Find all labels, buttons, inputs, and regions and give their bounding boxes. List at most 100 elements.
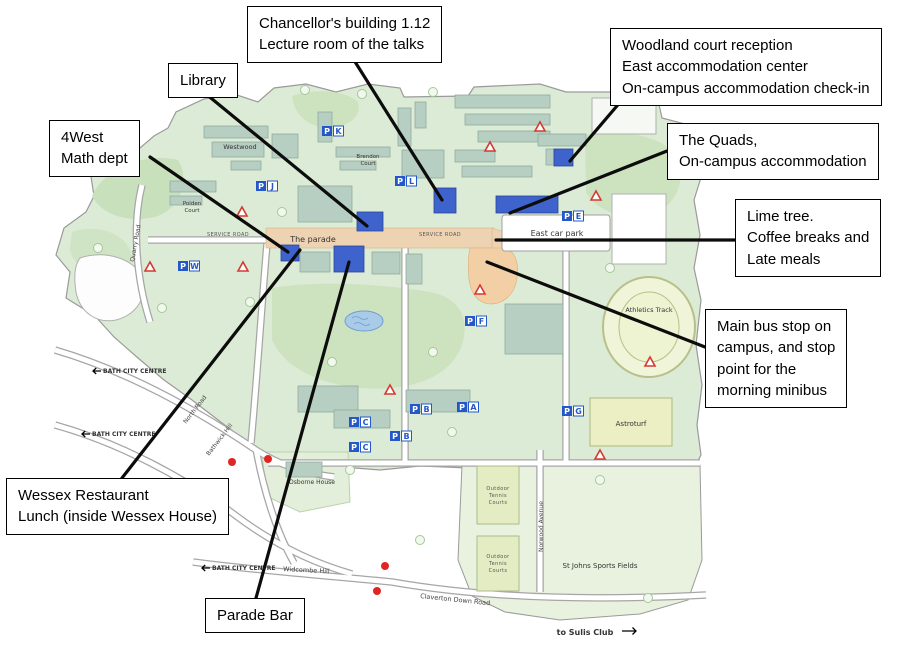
- callout-library: Library: [168, 63, 238, 99]
- tree-icon: [447, 427, 457, 437]
- tennis-court-south: [476, 535, 520, 592]
- tree-icon: [300, 85, 310, 95]
- red-dot-marker: [228, 458, 236, 466]
- map-label-to-sulis-club: to Sulis Club: [557, 628, 614, 637]
- map-label-tennis-north-3: Courts: [489, 500, 508, 506]
- tree-icon: [605, 263, 615, 273]
- left-arrow-icon: [81, 430, 90, 438]
- svg-text:C: C: [363, 418, 369, 427]
- map-label-st-johns-sports-fields: St Johns Sports Fields: [563, 562, 638, 570]
- svg-text:C: C: [363, 443, 369, 452]
- svg-text:P: P: [324, 127, 330, 136]
- tree-icon: [157, 303, 167, 313]
- assembly-point-icon: [533, 120, 547, 132]
- map-label-tennis-south-1: Outdoor: [486, 554, 510, 560]
- left-arrow-icon: [201, 564, 210, 572]
- building-chancellors: [433, 187, 457, 214]
- assembly-point-icon: [593, 448, 607, 460]
- tree-icon: [595, 475, 605, 485]
- svg-text:P: P: [564, 212, 570, 221]
- building-the-quads: [495, 195, 559, 214]
- svg-text:P: P: [459, 403, 465, 412]
- building-wessex-house-parade-bar: [333, 245, 365, 273]
- map-label-service-road-east: SERVICE ROAD: [419, 232, 461, 238]
- tree-icon: [327, 357, 337, 367]
- map-label-brendon-court-2: Court: [360, 161, 376, 167]
- svg-text:P: P: [392, 432, 398, 441]
- tennis-court-north: [476, 465, 520, 525]
- svg-text:W: W: [190, 262, 199, 271]
- map-label-bath-city-centre-3: BATH CITY CENTRE: [212, 565, 275, 572]
- building-4west: [280, 244, 300, 262]
- direction-arrows: [81, 367, 637, 635]
- map-label-osborne-house: Osborne House: [289, 479, 335, 486]
- map-label-athletics-track: Athletics Track: [625, 306, 672, 314]
- map-label-bath-city-centre-2: BATH CITY CENTRE: [92, 431, 155, 438]
- tree-icon: [357, 89, 367, 99]
- svg-text:P: P: [351, 443, 357, 452]
- svg-text:P: P: [180, 262, 186, 271]
- callout-lime-tree: Lime tree. Coffee breaks and Late meals: [735, 199, 882, 277]
- svg-text:J: J: [270, 182, 274, 191]
- red-dot-marker: [264, 455, 272, 463]
- svg-text:G: G: [575, 407, 582, 416]
- map-label-norwood-avenue: Norwood Avenue: [538, 501, 545, 552]
- callout-woodland-court: Woodland court reception East accommodat…: [610, 28, 882, 106]
- map-label-tennis-north-1: Outdoor: [486, 486, 510, 492]
- svg-text:P: P: [412, 405, 418, 414]
- assembly-point-icon: [473, 283, 487, 295]
- right-arrow-icon: [622, 627, 637, 635]
- astroturf-pitch: [589, 397, 673, 447]
- callout-chancellor-building: Chancellor's building 1.12 Lecture room …: [247, 6, 443, 63]
- svg-text:L: L: [409, 177, 414, 186]
- red-dot-marker: [373, 587, 381, 595]
- left-arrow-icon: [92, 367, 101, 375]
- tree-icon: [93, 243, 103, 253]
- tree-icon: [415, 535, 425, 545]
- east-car-park: [501, 214, 611, 252]
- assembly-point-icon: [383, 383, 397, 395]
- svg-text:P: P: [351, 418, 357, 427]
- svg-text:K: K: [335, 127, 342, 136]
- map-label-bath-city-centre-1: BATH CITY CENTRE: [103, 368, 166, 375]
- svg-text:P: P: [564, 407, 570, 416]
- svg-text:E: E: [576, 212, 581, 221]
- callout-main-bus-stop: Main bus stop on campus, and stop point …: [705, 309, 848, 409]
- svg-text:F: F: [479, 317, 484, 326]
- map-label-westwood: Westwood: [223, 143, 256, 151]
- tree-icon: [428, 87, 438, 97]
- callout-the-quads: The Quads, On-campus accommodation: [667, 123, 879, 180]
- svg-text:A: A: [470, 403, 477, 412]
- map-label-the-parade: The parade: [289, 235, 336, 244]
- map-label-tennis-south-2: Tennis: [488, 561, 507, 567]
- map-label-tennis-north-2: Tennis: [488, 493, 507, 499]
- map-label-polden-court-2: Court: [184, 208, 200, 214]
- tree-icon: [345, 465, 355, 475]
- callout-wessex-restaurant: Wessex Restaurant Lunch (inside Wessex H…: [6, 478, 229, 535]
- map-label-brendon-court-1: Brendon: [356, 154, 380, 160]
- tree-icon: [277, 207, 287, 217]
- assembly-point-icon: [483, 140, 497, 152]
- map-label-astroturf: Astroturf: [616, 420, 647, 428]
- building-library: [356, 211, 384, 232]
- northeast-clearing: [611, 193, 667, 265]
- red-dot-marker: [381, 562, 389, 570]
- callout-parade-bar: Parade Bar: [205, 598, 305, 634]
- tree-icon: [643, 593, 653, 603]
- svg-text:P: P: [467, 317, 473, 326]
- callout-4west-math-dept: 4West Math dept: [49, 120, 140, 177]
- svg-text:P: P: [258, 182, 264, 191]
- assembly-point-icon: [643, 355, 657, 367]
- building-woodland-court: [553, 148, 574, 167]
- map-label-east-car-park: East car park: [531, 229, 584, 238]
- tree-icon: [428, 347, 438, 357]
- svg-text:P: P: [397, 177, 403, 186]
- svg-text:B: B: [423, 405, 429, 414]
